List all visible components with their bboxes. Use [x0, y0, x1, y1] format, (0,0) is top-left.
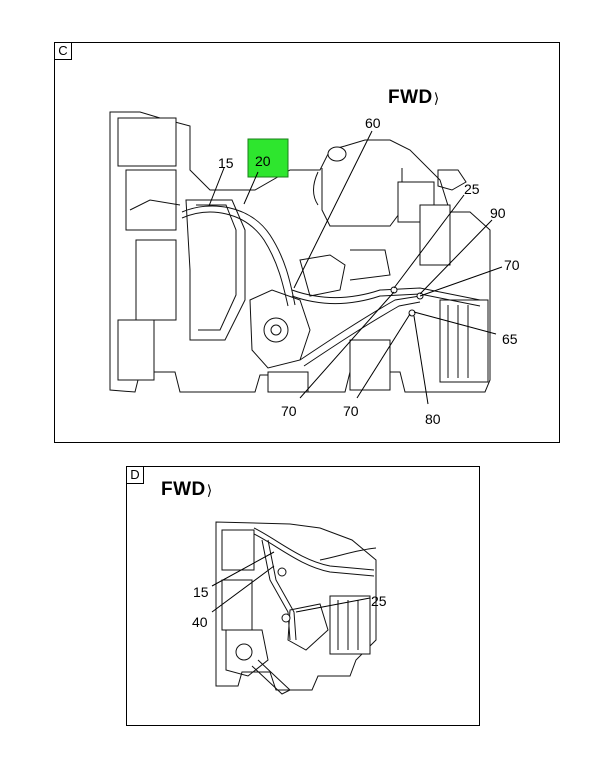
hose-routing-c — [129, 199, 481, 367]
panel-d-fwd-text: FWD — [161, 479, 206, 500]
callout-20-highlight — [247, 138, 289, 178]
panel-d-letter: D — [127, 467, 144, 484]
leader-lines-d — [211, 551, 371, 613]
panel-d: D FWD⟩ — [126, 466, 480, 726]
panel-c-letter: C — [55, 43, 72, 60]
callout-25-c: 25 — [464, 181, 480, 197]
callout-15-c: 15 — [218, 155, 234, 171]
callout-70-bottom-left-c: 70 — [281, 403, 297, 419]
callout-20-c: 20 — [255, 153, 271, 169]
callout-70-bottom-mid-c: 70 — [343, 403, 359, 419]
panel-c-fwd-label: FWD⟩ — [388, 87, 440, 109]
callout-90-c: 90 — [490, 205, 506, 221]
callout-60-c: 60 — [365, 115, 381, 131]
callout-40-d: 40 — [192, 614, 208, 630]
engine-assembly-c — [109, 111, 491, 393]
forward-arrow-icon: ⟩ — [433, 90, 440, 106]
callout-70-right-c: 70 — [504, 257, 520, 273]
panel-c-fwd-text: FWD — [388, 87, 433, 108]
engine-assembly-d — [215, 521, 377, 695]
callout-15-d: 15 — [193, 584, 209, 600]
leader-lines-c — [208, 130, 503, 405]
callout-80-c: 80 — [425, 411, 441, 427]
callout-25-d: 25 — [371, 593, 387, 609]
callout-65-c: 65 — [502, 331, 518, 347]
panel-d-fwd-label: FWD⟩ — [161, 479, 213, 501]
forward-arrow-icon: ⟩ — [206, 482, 213, 498]
hose-routing-d — [253, 527, 377, 641]
